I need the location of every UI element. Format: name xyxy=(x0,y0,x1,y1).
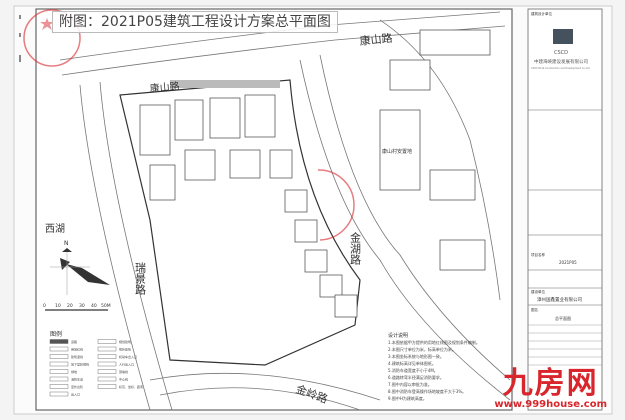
legend-swatch xyxy=(49,361,69,367)
svg-text:20: 20 xyxy=(67,303,73,309)
legend-swatch xyxy=(49,339,69,344)
legend-item: 消防车道 xyxy=(71,377,83,382)
legend-item: 建筑退线 xyxy=(71,354,83,359)
road-label-ruijing: 瑞景路 xyxy=(134,261,147,296)
legend-swatch xyxy=(97,354,117,359)
watermark-name: 九房网 xyxy=(502,366,599,401)
legend-swatch xyxy=(97,346,117,352)
legend-item: 地下室轮廓线 xyxy=(71,362,89,367)
svg-text:图例: 图例 xyxy=(50,330,62,338)
legend-swatch xyxy=(97,384,117,389)
north-arrow-icon: N xyxy=(50,240,110,295)
legend-swatch xyxy=(49,369,69,374)
legend-item: 现状建筑 xyxy=(119,347,131,352)
svg-text:40: 40 xyxy=(91,303,97,309)
company-logo xyxy=(553,29,573,44)
legend-item: 道路 xyxy=(71,339,77,344)
title-block: 建筑设计单位 CSCD 中建海峡建设发展有限公司 CSCD Strait Con… xyxy=(527,8,603,411)
legend-swatch xyxy=(49,384,69,389)
design-note-line: 1.本图依据甲方提供的用地红线图及规划条件编制。 xyxy=(388,339,480,345)
road-label-kangshan-inner: 康山路 xyxy=(149,79,180,95)
design-note-line: 6.道路转弯半径满足消防要求。 xyxy=(388,374,444,380)
design-note-line: 5.消防车道宽度不小于4M。 xyxy=(388,367,438,373)
legend-item: 室外台阶 xyxy=(71,384,83,389)
svg-text:漳州国鑫置业有限公司: 漳州国鑫置业有限公司 xyxy=(537,296,582,303)
legend-swatch xyxy=(49,391,69,397)
svg-text:项目名称: 项目名称 xyxy=(531,252,545,257)
legend-swatch xyxy=(97,369,117,374)
design-note-line: 7.图中内容以审批为准。 xyxy=(388,381,432,387)
site-boundary xyxy=(119,79,361,366)
legend-item: 用地红线 xyxy=(71,347,83,352)
svg-text:建筑设计单位: 建筑设计单位 xyxy=(531,11,552,16)
legend-item: 规划建筑 xyxy=(119,339,131,344)
svg-text:设计说明: 设计说明 xyxy=(388,332,408,339)
page-title: 附图：2021P05建筑工程设计方案总平面图 xyxy=(52,11,338,33)
legend-swatch xyxy=(49,346,69,352)
design-note-line: 4.建筑标高详见单体图纸。 xyxy=(388,360,436,366)
design-note-line: 8.图中消防车登高操作场地坡度不大于3%。 xyxy=(388,388,466,394)
legend-swatch xyxy=(49,354,69,359)
watermark-url: www.999house.com xyxy=(494,399,607,410)
legend-item: 绿地 xyxy=(71,369,77,374)
svg-text:CSCD: CSCD xyxy=(554,50,568,56)
svg-text:N: N xyxy=(64,240,69,247)
buildings xyxy=(139,29,491,318)
design-note-line: 3.本图坐标系统与地形图一致。 xyxy=(388,353,444,359)
road-label-kangshan-top: 康山路 xyxy=(359,31,393,48)
svg-text:2021P05: 2021P05 xyxy=(559,260,577,265)
svg-text:图名: 图名 xyxy=(531,307,538,312)
legend-item: 中心线 xyxy=(119,377,128,382)
svg-text:0: 0 xyxy=(43,303,46,309)
scale-bar: 0 10 20 30 40 50M xyxy=(43,303,111,311)
svg-text:50M: 50M xyxy=(101,303,111,309)
svg-text:30: 30 xyxy=(79,303,85,309)
roads xyxy=(59,11,511,411)
svg-text:10: 10 xyxy=(55,303,61,309)
legend-item: 出入口 xyxy=(71,392,80,397)
legend-item: 人行出入口 xyxy=(119,362,134,367)
area-label-xihu: 西湖 xyxy=(45,223,65,235)
watermark: 九房网 www.999house.com xyxy=(494,366,607,411)
legend-swatch xyxy=(97,376,117,382)
road-label-jinhu: 金湖路 xyxy=(349,231,362,266)
legend-swatch xyxy=(49,376,69,382)
legend-item: 机动车出入口 xyxy=(119,354,137,359)
svg-text:CSCD Strait Construction and D: CSCD Strait Construction and Development… xyxy=(531,67,590,70)
design-note-line: 9.图中H为建筑高度。 xyxy=(388,395,427,401)
legend-item: 标高、坐标、距离 xyxy=(119,384,143,389)
design-notes: 设计说明 1.本图依据甲方提供的用地红线图及规划条件编制。2.本图尺寸单位为米，… xyxy=(388,332,480,401)
legend-item: 围墙线 xyxy=(119,369,128,374)
svg-text:中建海峡建设发展有限公司: 中建海峡建设发展有限公司 xyxy=(534,58,588,65)
legend-swatch xyxy=(97,339,117,344)
design-note-line: 2.本图尺寸单位为米，标高单位为米。 xyxy=(388,346,456,352)
svg-text:总平面图: 总平面图 xyxy=(555,315,571,321)
area-label-resettlement: 康山村安置地 xyxy=(382,148,412,155)
svg-text:建设单位: 建设单位 xyxy=(531,289,545,294)
legend-swatch xyxy=(97,361,117,367)
